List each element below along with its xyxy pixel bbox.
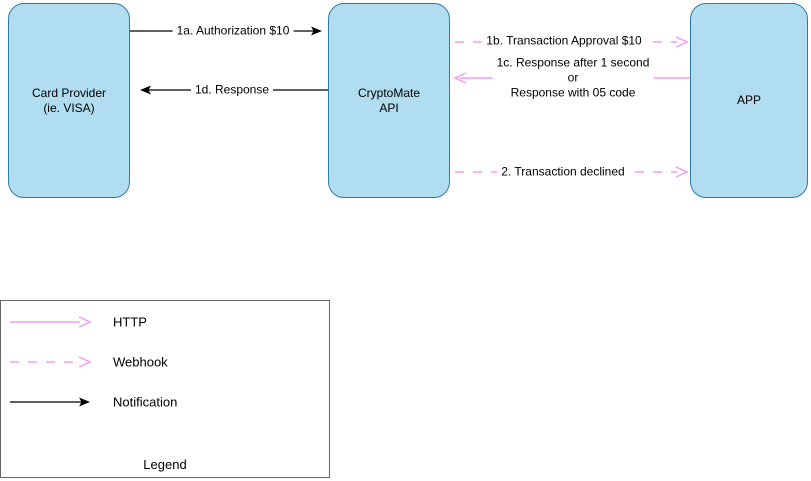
edge-label-1d: 1d. Response bbox=[190, 82, 274, 98]
legend-item-http-label: HTTP bbox=[113, 314, 147, 330]
legend-title: Legend bbox=[143, 457, 187, 472]
legend-box bbox=[0, 300, 330, 478]
arrowhead-right-pink bbox=[78, 316, 92, 328]
node-card-provider-label: Card Provider (ie. VISA) bbox=[32, 86, 106, 116]
node-card-provider: Card Provider (ie. VISA) bbox=[8, 3, 130, 198]
legend-item-webhook-label: Webhook bbox=[113, 354, 168, 370]
edge-label-line: Response with 05 code bbox=[510, 85, 636, 100]
arrowhead-right-pink bbox=[78, 356, 92, 368]
arrowhead-right-black bbox=[311, 26, 322, 36]
node-label-line: (ie. VISA) bbox=[43, 100, 95, 115]
node-label-line: Card Provider bbox=[31, 85, 107, 100]
legend-item-notification-label: Notification bbox=[113, 394, 178, 410]
edge-label-1b: 1b. Transaction Approval $10 bbox=[482, 33, 646, 49]
legend-notification-arrow bbox=[10, 397, 90, 407]
arrowhead-right-pink bbox=[675, 166, 689, 178]
node-label-line: CryptoMate bbox=[357, 85, 421, 100]
edge-label-1c: 1c. Response after 1 second or Response … bbox=[492, 55, 654, 101]
node-label-line: API bbox=[379, 100, 399, 115]
arrowhead-left-pink bbox=[453, 72, 467, 84]
edge-label-2: 2. Transaction declined bbox=[497, 164, 629, 180]
arrowhead-right-black bbox=[79, 397, 90, 407]
edge-label-line: 1c. Response after 1 second bbox=[496, 55, 650, 70]
arrowhead-left-black bbox=[140, 85, 151, 95]
arrowhead-right-pink bbox=[675, 36, 689, 48]
legend-webhook-arrow bbox=[10, 356, 92, 368]
legend-http-arrow bbox=[10, 316, 92, 328]
node-app: APP bbox=[690, 3, 808, 198]
edge-label-line: or bbox=[567, 70, 579, 85]
node-app-label: APP bbox=[736, 93, 761, 107]
node-cryptomate-api: CryptoMate API bbox=[328, 3, 450, 198]
node-cryptomate-api-label: CryptoMate API bbox=[358, 86, 420, 116]
edge-label-1a: 1a. Authorization $10 bbox=[172, 23, 294, 39]
